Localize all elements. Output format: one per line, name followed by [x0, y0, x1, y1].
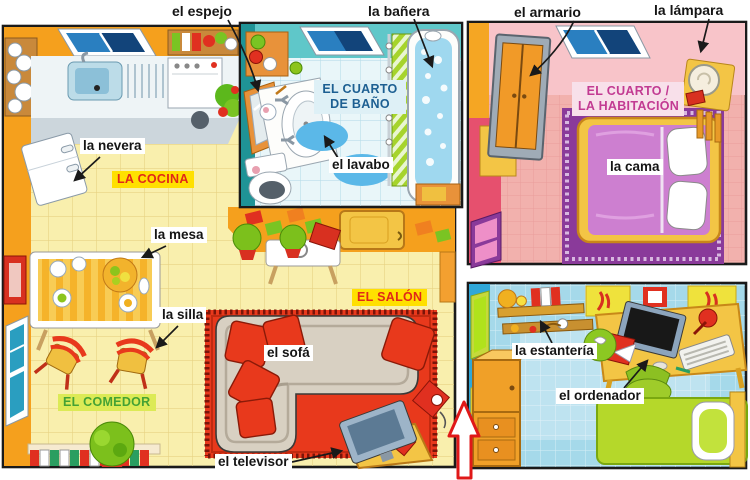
dining-window [5, 315, 29, 427]
label-el-ordenador: el ordenador [556, 388, 644, 404]
bed [576, 116, 722, 244]
nightstand [680, 58, 736, 143]
kitchen-plant [215, 84, 242, 117]
leader-el-lavabo [323, 134, 339, 159]
label-el-armario: el armario [512, 4, 583, 20]
label-la-banera: la bañera [366, 3, 432, 19]
label-la-nevera: la nevera [80, 138, 145, 154]
leader-la-silla [155, 325, 179, 349]
label-la-lampara: la lámpara [652, 2, 726, 18]
leader-lines [73, 18, 710, 463]
hall-cabinet [439, 251, 456, 303]
dining-chair-2 [108, 338, 155, 390]
bedside-lamp [688, 64, 720, 96]
label-el-espejo: el espejo [170, 3, 234, 19]
label-la-estanteria: la estantería [512, 343, 597, 359]
leader-la-lampara [697, 18, 710, 54]
habitacion-label-line1: EL CUARTO / [586, 84, 670, 98]
kitchen-skylight-window [57, 28, 157, 57]
wardrobe [487, 33, 552, 161]
bathtub [407, 29, 460, 203]
bath-rug-1 [296, 121, 348, 151]
teen-room-panel [466, 281, 748, 470]
leader-el-ordenador [623, 359, 649, 389]
desk-lamp [692, 308, 718, 336]
dining-table [29, 251, 161, 351]
label-la-silla: la silla [159, 307, 207, 323]
toilet [244, 152, 292, 205]
teen-window [470, 290, 490, 360]
bedroom-skylight-window [555, 25, 651, 59]
floor-plant [89, 421, 135, 467]
teen-wardrobe [472, 349, 539, 467]
kitchen-shelf [167, 29, 239, 56]
salon-wall [228, 207, 456, 303]
leader-la-banera [413, 18, 435, 69]
bano-label-line1: EL CUARTO [322, 82, 398, 96]
kitchen-counter [31, 51, 242, 144]
drying-rack [127, 64, 164, 98]
fridge [21, 132, 88, 206]
habitacion-label-line2: LA HABITACIÓN [578, 99, 680, 113]
label-la-cama: la cama [607, 159, 663, 175]
wall-picture [3, 255, 27, 305]
label-el-lavabo: el lavabo [329, 157, 393, 173]
paper [612, 343, 637, 363]
television [339, 400, 417, 464]
label-el-sofa: el sofá [264, 345, 313, 361]
teen-bed [596, 391, 748, 468]
bano-label-line2: DE BAÑO [330, 97, 390, 111]
leader-el-televisor [291, 447, 344, 463]
computer-keyboard [678, 334, 735, 371]
red-arrow-annotation [447, 400, 481, 480]
leader-la-mesa [140, 245, 167, 259]
label-la-mesa: la mesa [151, 227, 207, 243]
room-label-cuarto-de-bano: EL CUARTO DE BAÑO [314, 80, 406, 114]
bath-cabinet [415, 183, 461, 206]
door [339, 210, 405, 250]
room-label-el-comedor: EL COMEDOR [58, 394, 156, 411]
dining-chair-1 [33, 336, 87, 390]
leader-la-nevera [73, 156, 101, 182]
bathroom-panel [238, 21, 464, 209]
leader-la-estanteria [539, 319, 553, 344]
leader-el-espejo [227, 19, 262, 93]
room-label-la-cocina: LA COCINA [112, 171, 194, 188]
small-pictures [244, 207, 452, 243]
bedroom-window [470, 211, 502, 269]
leader-el-armario [529, 20, 575, 77]
shelf-books [530, 286, 561, 307]
room-label-el-salon: EL SALÓN [352, 289, 428, 306]
salon-plants [232, 223, 307, 260]
bath-shelf [245, 31, 303, 77]
stove [167, 57, 223, 129]
red-lamp [411, 379, 451, 429]
label-el-televisor: el televisor [215, 454, 292, 470]
bedroom-panel [466, 20, 748, 269]
room-label-habitacion: EL CUARTO / LA HABITACIÓN [572, 82, 684, 116]
bath-skylight-window [299, 26, 385, 56]
bedroom-left-wall-top [469, 23, 489, 123]
